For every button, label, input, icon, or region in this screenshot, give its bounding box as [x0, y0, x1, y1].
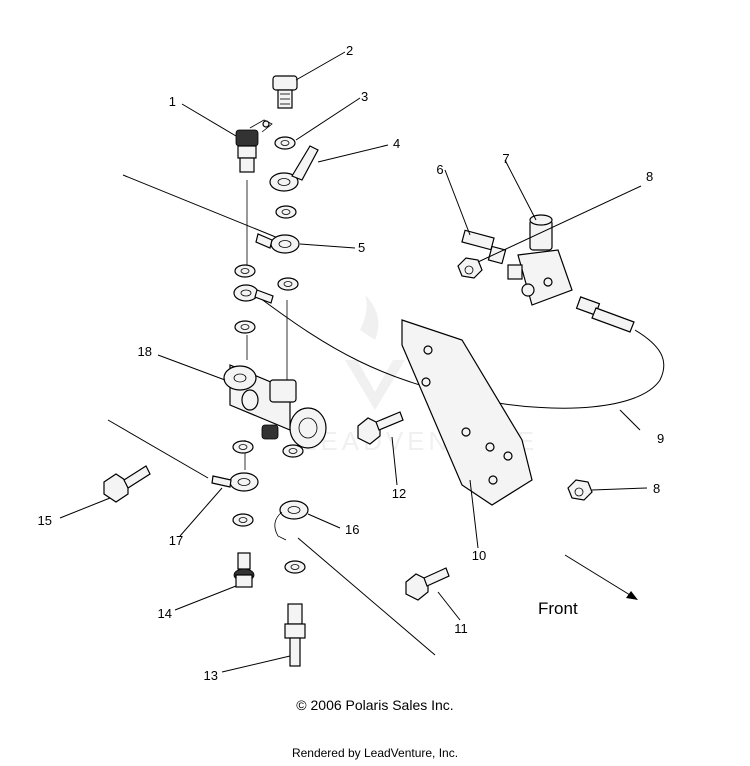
- brake-switch-1: [235, 119, 273, 173]
- copyright-text: © 2006 Polaris Sales Inc.: [296, 697, 454, 713]
- leader-8-top-visible-b: [492, 186, 642, 264]
- callout-8b: 8: [653, 481, 660, 496]
- washers: [232, 136, 306, 574]
- callout-leader-8-draw: [480, 191, 641, 264]
- proportioning-valve-18: [223, 364, 327, 449]
- valve-7: [507, 214, 573, 306]
- nut-8-bottom: [567, 479, 593, 501]
- callout-13: 13: [204, 668, 218, 683]
- banjo-bolt-2: [272, 75, 298, 109]
- callout-16: 16: [345, 522, 359, 537]
- callout-6: 6: [436, 162, 443, 177]
- leader-8-top-nut-line: [482, 188, 643, 262]
- callout-9: 9: [657, 431, 664, 446]
- callout-labels: 1 2 3 4 5 6 7 8 8 9 10 11 12 13 14 15 16…: [38, 43, 665, 683]
- bolt-12: [357, 411, 404, 445]
- footer-text: Rendered by LeadVenture, Inc.: [291, 746, 459, 760]
- banjo-fitting-17: [211, 472, 259, 492]
- fitting-6: [461, 229, 507, 265]
- callout-7: 7: [502, 151, 509, 166]
- callout-11: 11: [454, 621, 468, 636]
- callout-18: 18: [138, 344, 152, 359]
- callout-10: 10: [472, 548, 486, 563]
- callout-leaders: [59, 51, 648, 673]
- front-arrow: [564, 554, 638, 600]
- banjo-fitting-4: [269, 145, 319, 192]
- banjo-fitting-5: [255, 233, 300, 254]
- leader-8-top-visible-end: [482, 186, 642, 264]
- callout-14: 14: [158, 606, 172, 621]
- callout-12: 12: [392, 486, 406, 501]
- banjo-fitting-16: [274, 500, 309, 541]
- bolt-11: [405, 567, 450, 601]
- leader-segment-8a: [620, 183, 640, 224]
- callout-2: 2: [346, 43, 353, 58]
- leader-8-top-visible-seg: [484, 186, 642, 264]
- callout-4: 4: [393, 136, 400, 151]
- hose-end-9: [575, 296, 635, 333]
- callout-leader-8-shown: [480, 189, 641, 264]
- leader-8-top-visible-a: [490, 186, 642, 264]
- callout-17: 17: [169, 533, 183, 548]
- leader-lines: [107, 174, 665, 656]
- bolt-15: [103, 465, 151, 503]
- callout-3: 3: [361, 89, 368, 104]
- callout-15: 15: [38, 513, 52, 528]
- callout-leader-8-top-visible-line: [477, 185, 642, 263]
- bleeder-14: [233, 552, 255, 588]
- fitting-13: [284, 603, 306, 667]
- banjo-fitting-upper: [233, 284, 274, 304]
- callout-8a: 8: [646, 169, 653, 184]
- front-label: Front: [538, 599, 578, 618]
- callout-5: 5: [358, 240, 365, 255]
- nut-8-top: [457, 257, 483, 279]
- callout-1: 1: [169, 94, 176, 109]
- bracket-10: [401, 319, 533, 506]
- leader-8-top-visible-up: [488, 186, 642, 264]
- leader-8-top-visible-nut: [486, 186, 642, 264]
